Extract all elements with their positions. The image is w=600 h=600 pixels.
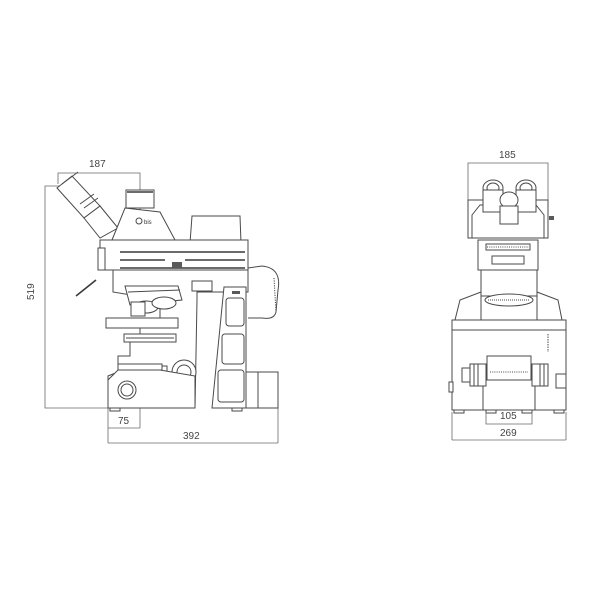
back-column bbox=[211, 286, 247, 409]
dim-eyepiece-offset: 187 bbox=[89, 159, 106, 170]
dim-height: 519 bbox=[26, 283, 37, 300]
svg-text:bis: bis bbox=[144, 220, 152, 226]
side-view: bis bbox=[44, 171, 280, 444]
nosepiece bbox=[124, 285, 183, 317]
dim-head-width: 185 bbox=[499, 150, 516, 161]
dim-front-offset: 75 bbox=[118, 416, 130, 427]
dim-base-width: 269 bbox=[500, 428, 517, 439]
dim-inner-width: 105 bbox=[500, 411, 517, 422]
dim-depth: 392 bbox=[183, 431, 200, 442]
eyepiece-tube bbox=[56, 171, 119, 239]
front-view bbox=[448, 162, 567, 441]
